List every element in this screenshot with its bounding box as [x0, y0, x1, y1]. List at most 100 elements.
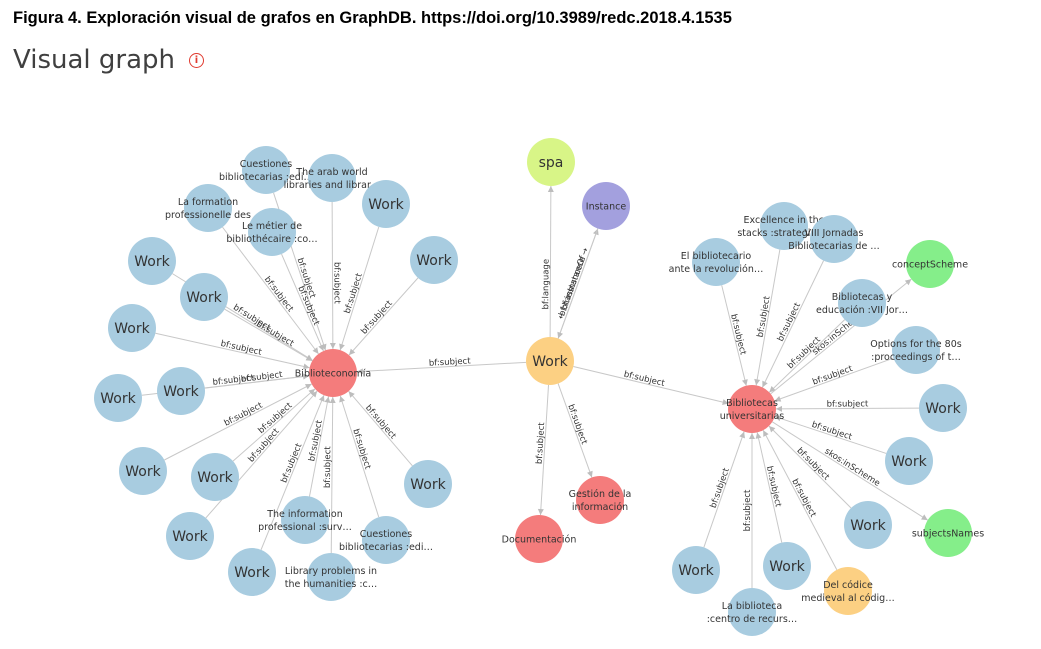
edge-arrowhead	[904, 279, 912, 286]
central-work-node-circle[interactable]	[526, 337, 574, 385]
work-node[interactable]: La biblioteca:centro de recurs…	[707, 588, 798, 636]
work-node-circle[interactable]	[919, 384, 967, 432]
work-node[interactable]: Work	[410, 236, 458, 284]
work-node[interactable]: Work	[166, 512, 214, 560]
language-node-spa-circle[interactable]	[527, 138, 575, 186]
work-node-circle[interactable]	[166, 512, 214, 560]
subject-node-biblioteconomia-circle[interactable]	[309, 349, 357, 397]
work-node[interactable]: Work	[94, 374, 142, 422]
info-icon[interactable]: i	[189, 52, 204, 68]
instance-node[interactable]: Instance	[582, 182, 630, 230]
work-node-circle[interactable]	[760, 202, 808, 250]
edge-label: bf:subject	[254, 319, 296, 349]
work-node-circle[interactable]	[119, 447, 167, 495]
work-node[interactable]: Work	[157, 367, 205, 415]
language-node-spa[interactable]: spa	[527, 138, 575, 186]
edge-label: skos:inScheme	[823, 446, 882, 488]
concept-scheme-node[interactable]: conceptScheme	[892, 240, 968, 288]
subject-node-documentacion[interactable]: Documentación	[502, 515, 577, 563]
work-node-circle[interactable]	[362, 516, 410, 564]
work-node-circle[interactable]	[157, 367, 205, 415]
work-node[interactable]: Work	[763, 542, 811, 590]
work-node-circle[interactable]	[108, 304, 156, 352]
work-node-circle[interactable]	[191, 453, 239, 501]
work-node-circle[interactable]	[184, 184, 232, 232]
edge-arrowhead	[308, 388, 315, 396]
work-node[interactable]: Work	[191, 453, 239, 501]
work-node[interactable]: Work	[228, 548, 276, 596]
figure-caption: Figura 4. Exploración visual de grafos e…	[13, 9, 732, 27]
work-node-circle[interactable]	[410, 236, 458, 284]
central-work-node[interactable]: Work	[526, 337, 574, 385]
work-node-label: Work	[769, 559, 805, 575]
graph-edge	[549, 185, 552, 338]
work-node-circle[interactable]	[242, 146, 290, 194]
edge-arrowhead	[303, 363, 310, 370]
work-node-circle[interactable]	[308, 154, 356, 202]
work-node-circle[interactable]	[307, 553, 355, 601]
work-node[interactable]: Work	[919, 384, 967, 432]
subject-node-biblioteconomia[interactable]: Biblioteconomía	[295, 349, 371, 397]
edge-label: bf:subject	[810, 420, 853, 443]
work-node-circle[interactable]	[885, 437, 933, 485]
work-node-circle[interactable]	[844, 501, 892, 549]
work-node-circle[interactable]	[728, 588, 776, 636]
work-node-circle[interactable]	[672, 546, 720, 594]
work-node[interactable]: Work	[672, 546, 720, 594]
work-node-del-codice-circle[interactable]	[824, 567, 872, 615]
instance-node-label: Instance	[586, 202, 627, 213]
work-node[interactable]: Work	[119, 447, 167, 495]
work-node-circle[interactable]	[763, 542, 811, 590]
work-node-label: ante la revolución…	[669, 264, 764, 275]
work-node-circle[interactable]	[228, 548, 276, 596]
work-node-circle[interactable]	[94, 374, 142, 422]
subjects-names-node[interactable]: subjectsNames	[912, 509, 984, 557]
work-node-circle[interactable]	[362, 180, 410, 228]
work-node[interactable]: Work	[844, 501, 892, 549]
concept-scheme-node-circle[interactable]	[906, 240, 954, 288]
subject-node-gestion-circle[interactable]	[576, 476, 624, 524]
work-node-circle[interactable]	[892, 326, 940, 374]
subjects-names-node-circle[interactable]	[924, 509, 972, 557]
edge-arrowhead	[348, 391, 355, 398]
work-node-circle[interactable]	[404, 460, 452, 508]
subject-node-bibliotecas-universitarias-circle[interactable]	[728, 385, 776, 433]
title-bar: Visual graph i	[13, 45, 204, 75]
work-node[interactable]: Work	[180, 273, 228, 321]
work-node-circle[interactable]	[180, 273, 228, 321]
work-node-circle[interactable]	[281, 496, 329, 544]
work-node[interactable]: Work	[362, 180, 410, 228]
work-node[interactable]: Options for the 80s:proceedings of t…	[870, 326, 962, 374]
work-node-label: bibliothécaire :co…	[226, 234, 317, 245]
instance-node-circle[interactable]	[582, 182, 630, 230]
work-node-label: Options for the 80s	[870, 339, 961, 350]
subject-node-documentacion-circle[interactable]	[515, 515, 563, 563]
edge-arrowhead	[722, 399, 729, 405]
work-node[interactable]: Work	[885, 437, 933, 485]
work-node-circle[interactable]	[128, 237, 176, 285]
graph-edge	[774, 416, 887, 454]
work-node[interactable]: Work	[404, 460, 452, 508]
work-node-circle[interactable]	[248, 208, 296, 256]
work-node-circle[interactable]	[838, 279, 886, 327]
edge-label: bf:subject	[789, 477, 818, 519]
work-node[interactable]: Work	[128, 237, 176, 285]
work-node[interactable]: Work	[108, 304, 156, 352]
work-node-circle[interactable]	[810, 215, 858, 263]
work-node-circle[interactable]	[692, 238, 740, 286]
